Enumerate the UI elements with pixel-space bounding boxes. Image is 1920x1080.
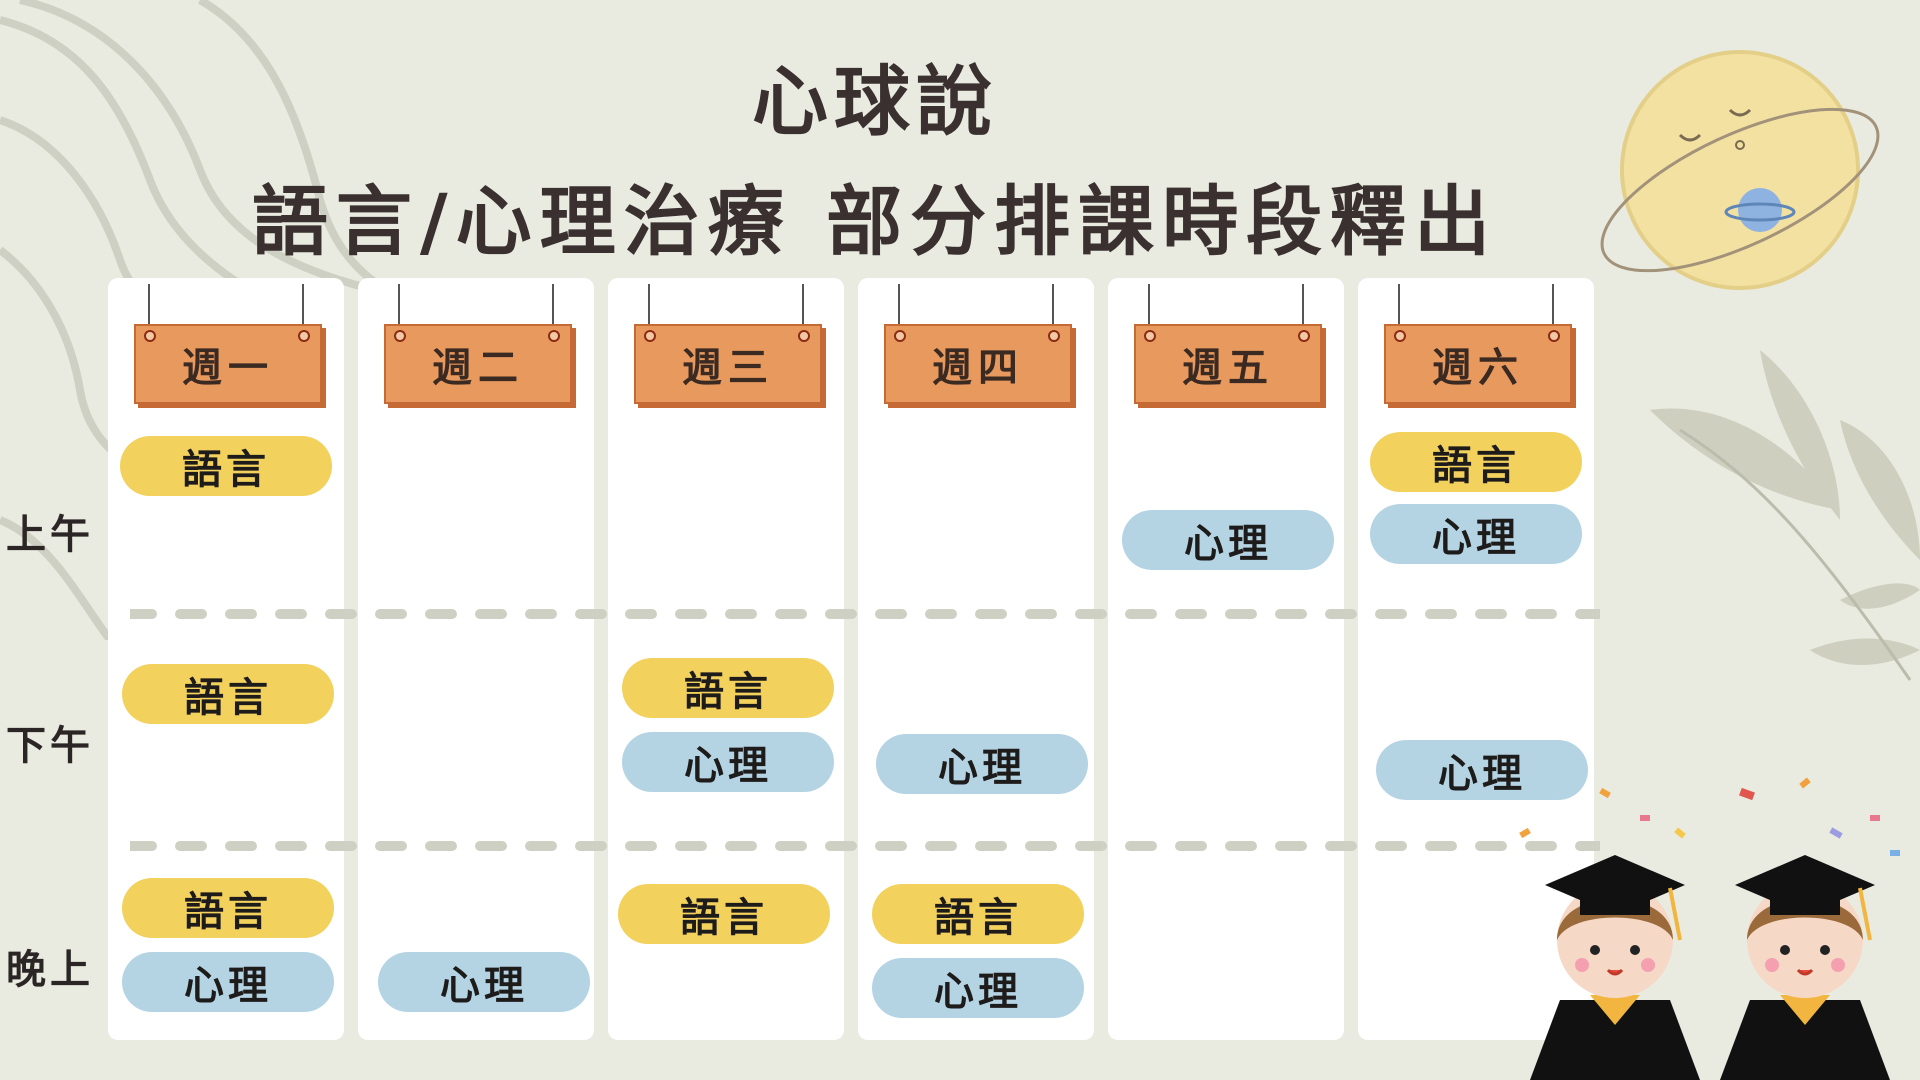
day-column-sat: 週六 語言 心理 心理	[1358, 278, 1594, 1040]
day-column-tue: 週二 心理	[358, 278, 594, 1040]
slot-mon-afternoon-language: 語言	[122, 664, 334, 724]
day-column-fri: 週五 心理	[1108, 278, 1344, 1040]
afternoon-evening-divider	[130, 841, 1600, 851]
slot-thu-afternoon-psychology: 心理	[876, 734, 1088, 794]
slot-fri-morning-psychology: 心理	[1122, 510, 1334, 570]
slot-sat-afternoon-psychology: 心理	[1376, 740, 1588, 800]
morning-afternoon-divider	[130, 609, 1600, 619]
leaves-decoration	[1650, 350, 1920, 681]
slot-sat-morning-language: 語言	[1370, 432, 1582, 492]
slot-sat-morning-psychology: 心理	[1370, 504, 1582, 564]
period-label-evening: 晚上	[6, 947, 94, 993]
slot-wed-evening-language: 語言	[618, 884, 830, 944]
moon-planet-illustration	[1600, 50, 1880, 290]
slot-mon-evening-psychology: 心理	[122, 952, 334, 1012]
day-sign-fri: 週五	[1134, 324, 1322, 404]
slot-tue-evening-psychology: 心理	[378, 952, 590, 1012]
page-subtitle: 語言/心理治療 部分排課時段釋出	[251, 177, 1499, 266]
day-column-mon: 週一 語言 語言 語言 心理	[108, 278, 344, 1040]
slot-thu-evening-psychology: 心理	[872, 958, 1084, 1018]
period-label-morning: 上午	[6, 512, 94, 558]
day-column-wed: 週三 語言 心理 語言	[608, 278, 844, 1040]
page-title: 心球說	[752, 57, 998, 146]
day-sign-tue: 週二	[384, 324, 572, 404]
slot-mon-morning-language: 語言	[120, 436, 332, 496]
period-label-afternoon: 下午	[6, 723, 94, 769]
slot-thu-evening-language: 語言	[872, 884, 1084, 944]
slot-mon-evening-language: 語言	[122, 878, 334, 938]
day-sign-thu: 週四	[884, 324, 1072, 404]
graduates-illustration	[1519, 777, 1900, 1080]
day-sign-mon: 週一	[134, 324, 322, 404]
slot-wed-afternoon-language: 語言	[622, 658, 834, 718]
day-sign-sat: 週六	[1384, 324, 1572, 404]
slot-wed-afternoon-psychology: 心理	[622, 732, 834, 792]
day-sign-wed: 週三	[634, 324, 822, 404]
day-column-thu: 週四 心理 語言 心理	[858, 278, 1094, 1040]
